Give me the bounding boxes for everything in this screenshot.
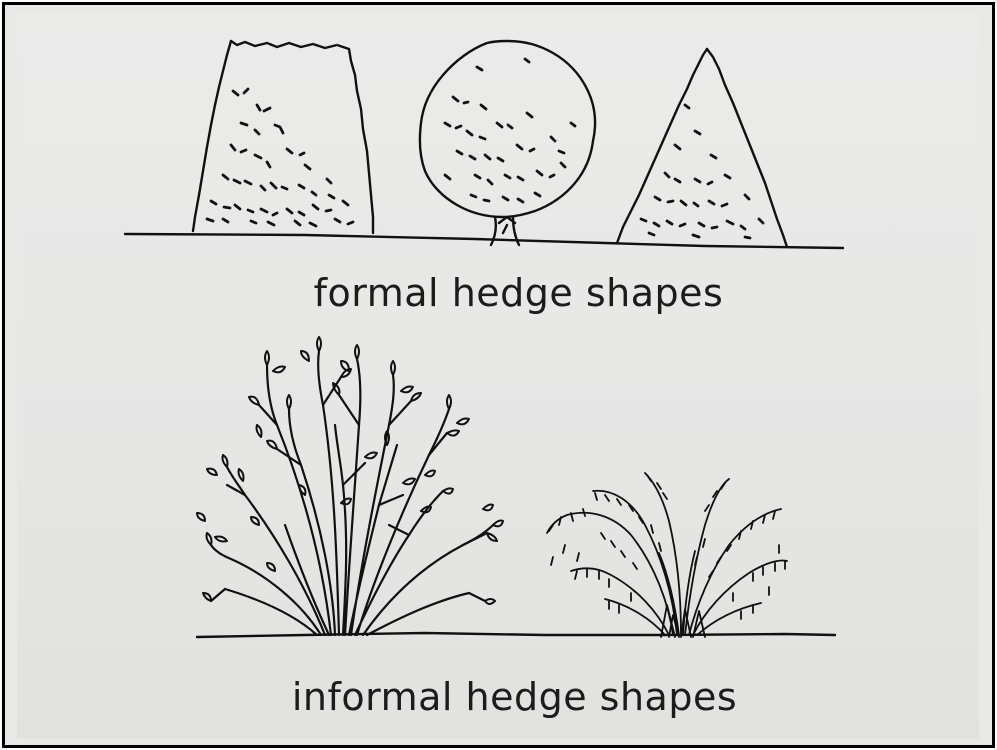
loose-branching-shrub	[197, 337, 503, 635]
hedge-illustration	[5, 5, 995, 748]
pyramid-hedge	[617, 49, 787, 247]
round-hedge	[420, 41, 595, 245]
weeping-fine-shrub	[547, 473, 787, 637]
informal-hedge-caption: informal hedge shapes	[17, 675, 995, 719]
formal-ground-line	[125, 234, 843, 248]
trapezoid-hedge	[193, 41, 373, 233]
informal-ground-line	[197, 633, 835, 637]
formal-hedge-caption: formal hedge shapes	[21, 271, 995, 315]
